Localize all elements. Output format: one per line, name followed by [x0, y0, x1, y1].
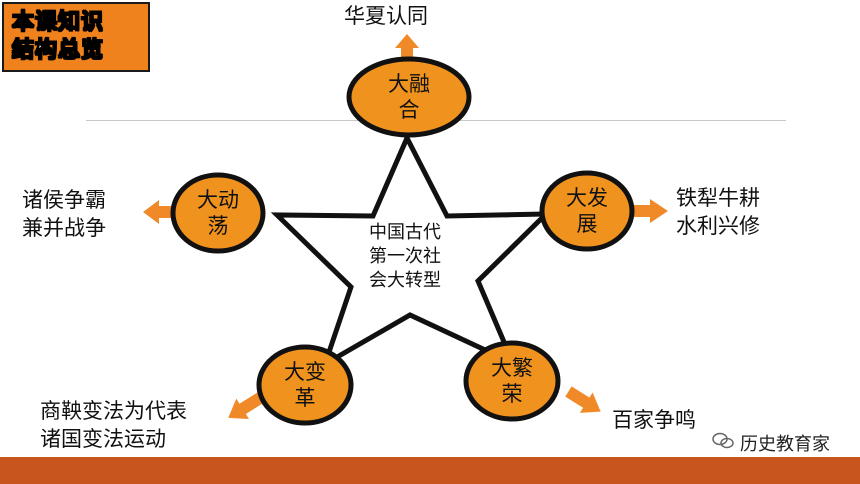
- node-bottom-right: [463, 340, 561, 422]
- center-line-1: 中国古代: [369, 222, 441, 243]
- arrow-right: [630, 199, 668, 223]
- outcome-bottom-left: 商鞅变法为代表 诸国变法运动: [40, 397, 187, 453]
- node-top-line-2: 合: [398, 98, 420, 122]
- node-bottom-right-label: 大繁 荣: [467, 355, 557, 407]
- node-bottom-left-label: 大变 革: [260, 359, 350, 411]
- wechat-icon: [712, 432, 734, 454]
- node-left: [170, 172, 266, 254]
- node-bottom-right-line-1: 大繁: [491, 356, 533, 380]
- node-left-line-2: 荡: [207, 214, 229, 238]
- outcome-top-line-1: 华夏认同: [344, 4, 428, 28]
- outcome-left-line-2: 兼并战争: [22, 216, 106, 240]
- title-line-2: 结构总览: [11, 38, 105, 64]
- watermark: 历史教育家: [712, 430, 830, 456]
- outcome-bottom-right-line-1: 百家争鸣: [612, 408, 696, 432]
- node-right-line-2: 展: [576, 212, 598, 236]
- arrow-left: [143, 200, 175, 224]
- outcome-bottom-left-line-2: 诸国变法运动: [40, 427, 166, 451]
- outcome-bottom-right: 百家争鸣: [612, 406, 696, 434]
- node-top-label: 大融 合: [364, 71, 454, 123]
- node-top: [346, 56, 472, 138]
- node-bottom-right-line-2: 荣: [501, 382, 523, 406]
- node-right-label: 大发 展: [542, 185, 632, 237]
- arrow-bottom-left: [228, 392, 264, 420]
- outcome-right-line-1: 铁犁牛耕: [676, 186, 760, 210]
- node-right-line-1: 大发: [566, 186, 608, 210]
- arrow-bottom-right: [565, 386, 601, 413]
- outcome-right: 铁犁牛耕 水利兴修: [676, 184, 760, 240]
- watermark-text: 历史教育家: [740, 434, 830, 455]
- center-label: 中国古代 第一次社 会大转型: [355, 221, 455, 293]
- node-bottom-left-line-1: 大变: [284, 360, 326, 384]
- outcome-left: 诸侯争霸 兼并战争: [22, 186, 106, 242]
- star-shape: [270, 132, 553, 370]
- outcome-right-line-2: 水利兴修: [676, 214, 760, 238]
- center-line-2: 第一次社: [369, 246, 441, 267]
- node-right: [539, 170, 635, 252]
- outcome-top: 华夏认同: [344, 2, 428, 30]
- node-bottom-left: [256, 344, 354, 426]
- bottom-bar: [0, 457, 860, 484]
- node-left-label: 大动 荡: [173, 187, 263, 239]
- node-bottom-left-line-2: 革: [294, 386, 316, 410]
- outcome-left-line-1: 诸侯争霸: [22, 188, 106, 212]
- title-box: 本课知识 结构总览: [2, 2, 150, 72]
- node-top-line-1: 大融: [388, 72, 430, 96]
- node-left-line-1: 大动: [197, 188, 239, 212]
- outcome-bottom-left-line-1: 商鞅变法为代表: [40, 399, 187, 423]
- title-line-1: 本课知识: [11, 10, 105, 36]
- center-line-3: 会大转型: [369, 270, 441, 291]
